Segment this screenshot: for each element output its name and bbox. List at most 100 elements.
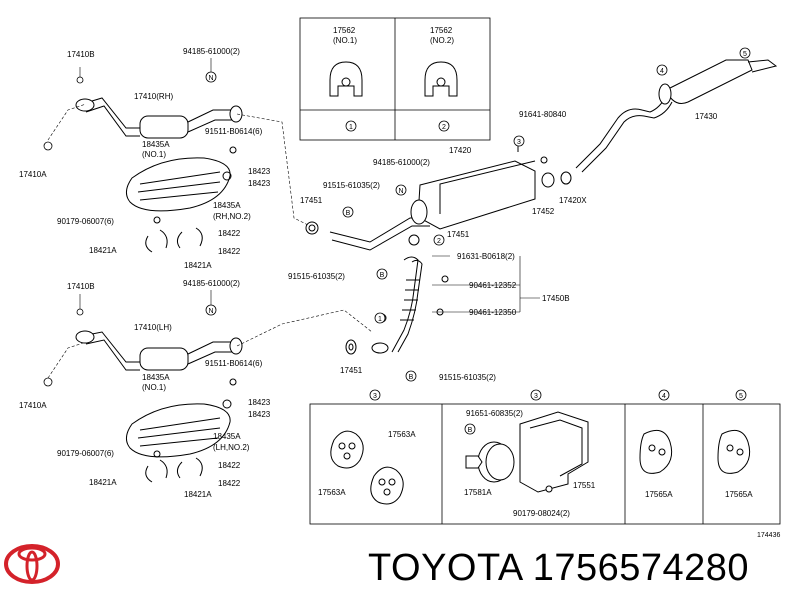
callout-circle-b-bottom: B — [464, 423, 476, 435]
ref-17562-no2: 17562 — [430, 26, 453, 35]
ref-17551: 17551 — [573, 481, 596, 490]
ref-18423-b-top: 18423 — [248, 179, 271, 188]
ref-18422-b-top: 18422 — [218, 247, 241, 256]
hanger-17562-no1 — [329, 61, 363, 97]
ref-18435a-lh-sub: (LH,NO.2) — [213, 443, 250, 452]
callout-circle-b-top: B — [342, 206, 354, 218]
ref-90179-top: 90179-06007(6) — [57, 217, 114, 226]
ref-17562-no2-sub: (NO.2) — [430, 36, 454, 45]
callout-circle-3-bottom-mid: 3 — [530, 389, 542, 401]
brand-part-title: TOYOTA 1756574280 — [368, 547, 749, 590]
ref-94185-top: 94185-61000(2) — [183, 47, 240, 56]
svg-text:5: 5 — [739, 393, 743, 400]
svg-text:N: N — [208, 308, 213, 315]
ref-18435a-rh-sub: (RH,NO.2) — [213, 212, 251, 221]
hanger-box-bottom — [309, 403, 781, 525]
svg-text:5: 5 — [743, 51, 747, 58]
callout-circle-3-mid: 3 — [513, 135, 525, 147]
ref-94185-mid: 94185-61000(2) — [373, 158, 430, 167]
ref-17581a: 17581A — [464, 488, 492, 497]
ref-91651: 91651-60835(2) — [466, 409, 523, 418]
hanger-17565a-4 — [639, 429, 673, 474]
callout-circle-b-low: B — [405, 370, 417, 382]
svg-text:2: 2 — [442, 124, 446, 131]
ref-90461-12350: 90461-12350 — [469, 308, 517, 317]
ref-18421a-right-top: 18421A — [184, 261, 212, 270]
ref-91641: 91641-80840 — [519, 110, 567, 119]
ref-17562-no1: 17562 — [333, 26, 356, 35]
svg-text:B: B — [468, 427, 473, 434]
ref-91515-top: 91515-61035(2) — [323, 181, 380, 190]
ref-18422-b-bottom: 18422 — [218, 479, 241, 488]
ref-91511-bottom: 91511-B0614(6) — [205, 359, 263, 368]
svg-text:B: B — [346, 210, 351, 217]
ref-17452: 17452 — [532, 207, 555, 216]
svg-text:N: N — [398, 188, 403, 195]
ref-18422-a-top: 18422 — [218, 229, 241, 238]
svg-text:3: 3 — [534, 393, 538, 400]
ref-17410-lh: 17410(LH) — [134, 323, 172, 332]
ref-18435a-no1-bottom: 18435A — [142, 373, 170, 382]
ref-17562-no1-sub: (NO.1) — [333, 36, 357, 45]
ref-18435a-no1-bottom-sub: (NO.1) — [142, 383, 166, 392]
ref-18435a-no1-top-sub: (NO.1) — [142, 150, 166, 159]
ref-17430: 17430 — [695, 112, 718, 121]
ref-91631: 91631-B0618(2) — [457, 252, 515, 261]
callout-circle-1-top: 1 — [345, 120, 357, 132]
ref-17450b: 17450B — [542, 294, 570, 303]
ref-17410a-top: 17410A — [19, 170, 47, 179]
ref-91511-top: 91511-B0614(6) — [205, 127, 263, 136]
ref-17565a-5: 17565A — [725, 490, 753, 499]
callout-circle-2-mid: 2 — [433, 234, 445, 246]
ref-91515-mid: 91515-61035(2) — [288, 272, 345, 281]
ref-17410-rh: 17410(RH) — [134, 92, 173, 101]
callout-circle-b-mid: B — [376, 268, 388, 280]
ref-18435a-rh: 18435A — [213, 201, 241, 210]
ref-17410a-bottom: 17410A — [19, 401, 47, 410]
svg-text:2: 2 — [437, 238, 441, 245]
ref-17565a-4: 17565A — [645, 490, 673, 499]
ref-17410b-bottom: 17410B — [67, 282, 95, 291]
svg-text:4: 4 — [662, 393, 666, 400]
callout-circle-n-mid: N — [395, 184, 407, 196]
callout-circle-3-bottom-left: 3 — [369, 389, 381, 401]
hanger-17565a-5 — [717, 429, 751, 474]
callout-circle-5-bottom: 5 — [735, 389, 747, 401]
heat-insulator-17551-group — [465, 411, 589, 493]
ref-17420: 17420 — [449, 146, 472, 155]
ref-91515-bottom: 91515-61035(2) — [439, 373, 496, 382]
ref-90179-08024: 90179-08024(2) — [513, 509, 570, 518]
svg-text:4: 4 — [660, 68, 664, 75]
toyota-logo — [4, 544, 60, 584]
ref-17420x: 17420X — [559, 196, 587, 205]
center-muffler-assembly — [305, 141, 572, 355]
ref-18421a-right-bottom: 18421A — [184, 490, 212, 499]
callout-circle-n-top: N — [205, 71, 217, 83]
ref-18421a-left-bottom: 18421A — [89, 478, 117, 487]
ref-94185-bottom: 94185-61000(2) — [183, 279, 240, 288]
callout-circle-n-bottom: N — [205, 304, 217, 316]
diagram-id: 174436 — [757, 532, 780, 539]
callout-circle-4-bottom: 4 — [658, 389, 670, 401]
brand-name: TOYOTA — [368, 547, 522, 589]
svg-text:3: 3 — [517, 139, 521, 146]
svg-text:N: N — [208, 75, 213, 82]
ref-17563a-a: 17563A — [388, 430, 416, 439]
ref-18422-a-bottom: 18422 — [218, 461, 241, 470]
hanger-17562-no2 — [424, 61, 458, 97]
part-number: 1756574280 — [532, 547, 750, 589]
callout-circle-4-top: 4 — [656, 64, 668, 76]
callout-circle-2-top: 2 — [438, 120, 450, 132]
svg-text:1: 1 — [349, 124, 353, 131]
ref-18435a-no1-top: 18435A — [142, 140, 170, 149]
svg-text:B: B — [409, 374, 414, 381]
ref-18423-a-top: 18423 — [248, 167, 271, 176]
callout-circle-1-mid: 1 — [374, 312, 386, 324]
ref-17451-mid: 17451 — [447, 230, 470, 239]
ref-17451-bottom: 17451 — [340, 366, 363, 375]
ref-17410b-top: 17410B — [67, 50, 95, 59]
ref-18423-a-bottom: 18423 — [248, 398, 271, 407]
tail-pipe-assembly — [575, 59, 778, 173]
ref-18435a-lh: 18435A — [213, 432, 241, 441]
